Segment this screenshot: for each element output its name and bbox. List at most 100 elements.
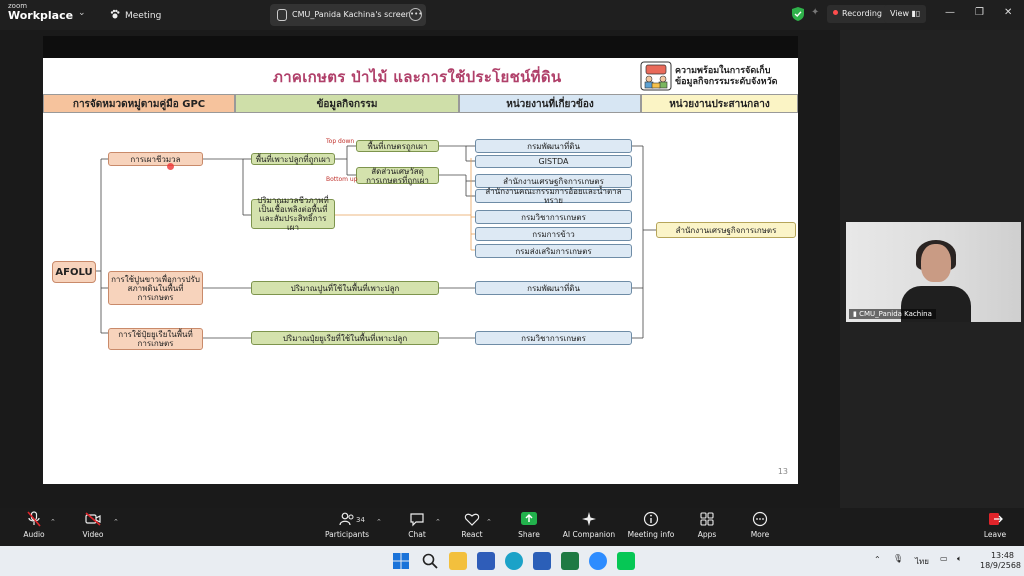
top-down-label: Top down xyxy=(326,138,355,145)
header-agencies: หน่วยงานที่เกี่ยวข้อง xyxy=(459,94,641,113)
leave-label: Leave xyxy=(983,530,1007,539)
meeting-info-label: Meeting info xyxy=(627,530,675,539)
ai-sparkle-icon xyxy=(582,512,596,526)
file-explorer-icon[interactable] xyxy=(449,552,467,570)
store-icon[interactable] xyxy=(477,552,495,570)
leave-button[interactable]: Leave xyxy=(982,511,1008,539)
participants-icon xyxy=(339,512,354,526)
search-icon[interactable] xyxy=(421,552,439,570)
leave-icon xyxy=(989,513,1003,525)
coordinator-oae: สำนักงานเศรษฐกิจการเกษตร xyxy=(656,222,796,238)
recording-indicator[interactable]: Recording xyxy=(827,5,889,23)
category-liming: การใช้ปูนขาวเพื่อการปรับสภาพดินในพื้นที่… xyxy=(108,271,203,305)
shield-icon[interactable] xyxy=(792,7,804,21)
react-label: React xyxy=(461,530,483,539)
audio-button[interactable]: Audio xyxy=(18,511,50,539)
volume-icon[interactable]: 🔈︎ xyxy=(957,554,962,563)
participant-name-tag: ▮ CMU_Panida Kachina xyxy=(849,309,936,319)
paw-icon xyxy=(110,9,120,19)
chat-icon xyxy=(410,513,424,527)
close-icon[interactable]: ✕ xyxy=(1004,7,1013,18)
audio-options-caret[interactable]: ⌃ xyxy=(50,518,56,526)
participant-face xyxy=(921,244,951,282)
screen-share-tab[interactable]: CMU_Panida Kachina's screen ••• xyxy=(270,4,426,26)
screen-tab-label: CMU_Panida Kachina's screen xyxy=(292,10,411,19)
header-gpc: การจัดหมวดหมู่ตามคู่มือ GPC xyxy=(43,94,235,113)
windows-start-icon[interactable] xyxy=(392,552,410,570)
bottom-up-label: Bottom up xyxy=(326,176,358,183)
react-options-caret[interactable]: ⌃ xyxy=(486,518,492,526)
more-options-icon[interactable]: ••• xyxy=(409,8,422,21)
react-button[interactable]: React xyxy=(458,511,486,539)
more-button[interactable]: More xyxy=(748,511,772,539)
display-icon[interactable]: ▭ xyxy=(940,554,948,563)
slide-page-number: 13 xyxy=(777,467,788,476)
recording-label: Recording xyxy=(842,9,883,18)
activity-lime-use: ปริมาณปูนที่ใช้ในพื้นที่เพาะปลูก xyxy=(251,281,439,295)
word-icon[interactable] xyxy=(533,552,551,570)
agency-oae: สำนักงานเศรษฐกิจการเกษตร xyxy=(475,174,632,188)
video-off-icon xyxy=(85,512,101,526)
apps-grid-icon xyxy=(700,512,714,526)
video-options-caret[interactable]: ⌃ xyxy=(113,518,119,526)
heart-icon xyxy=(464,513,480,526)
excel-icon[interactable] xyxy=(561,552,579,570)
agency-ldd: กรมพัฒนาที่ดิน xyxy=(475,139,632,153)
clock-time: 13:48 xyxy=(990,551,1014,560)
chevron-down-icon[interactable]: ⌄ xyxy=(78,8,86,18)
ai-companion-label: AI Companion xyxy=(562,530,616,539)
restore-icon[interactable]: ❐ xyxy=(975,7,984,18)
slide-title: ภาคเกษตร ป่าไม้ และการใช้ประโยชน์ที่ดิน xyxy=(273,68,562,86)
logo-small-text: zoom xyxy=(8,2,28,10)
laser-pointer xyxy=(167,163,174,170)
chat-button[interactable]: Chat xyxy=(404,511,430,539)
ai-companion-button[interactable]: AI Companion xyxy=(562,511,616,539)
mic-muted-icon xyxy=(27,511,41,527)
chat-options-caret[interactable]: ⌃ xyxy=(435,518,441,526)
badge-text: ความพร้อมในการจัดเก็บ ข้อมูลกิจกรรมระดับ… xyxy=(675,66,778,88)
participants-button[interactable]: Participants xyxy=(325,511,369,539)
zoom-app-icon[interactable] xyxy=(589,552,607,570)
participant-video[interactable]: ▮ CMU_Panida Kachina xyxy=(846,222,1021,322)
participants-count: 34 xyxy=(356,516,365,524)
edge-browser-icon[interactable] xyxy=(505,552,523,570)
meeting-info-button[interactable]: Meeting info xyxy=(627,511,675,539)
video-button[interactable]: Video xyxy=(78,511,108,539)
video-label: Video xyxy=(82,530,104,539)
view-label: View xyxy=(890,9,909,18)
apps-button[interactable]: Apps xyxy=(695,511,719,539)
tray-chevron-icon[interactable]: ⌃ xyxy=(874,555,881,564)
agency-ldd-lime: กรมพัฒนาที่ดิน xyxy=(475,281,632,295)
audio-label: Audio xyxy=(23,530,45,539)
view-button[interactable]: View ▮▯ xyxy=(884,5,927,23)
more-label: More xyxy=(750,530,770,539)
category-biomass-burning: การเผาชีวมวล xyxy=(108,152,203,166)
header-activity-data: ข้อมูลกิจกรรม xyxy=(235,94,459,113)
activity-residue-ratio: สัดส่วนเศษวัสดุการเกษตรที่ถูกเผา xyxy=(356,167,439,185)
agency-gistda: GISTDA xyxy=(475,155,632,168)
more-dots-icon xyxy=(752,511,768,527)
chat-label: Chat xyxy=(408,530,426,539)
logo-big-text: Workplace xyxy=(8,9,74,22)
share-label: Share xyxy=(518,530,540,539)
top-bar: zoom Workplace ⌄ Meeting CMU_Panida Kach… xyxy=(0,0,1024,30)
view-layout-icon: ▮▯ xyxy=(911,9,921,18)
sparkle-icon[interactable]: ✦ xyxy=(811,7,820,18)
language-indicator[interactable]: ไทย xyxy=(915,557,929,566)
line-app-icon[interactable] xyxy=(617,552,635,570)
agency-doae: กรมส่งเสริมการเกษตร xyxy=(475,244,632,258)
agency-doa: กรมวิชาการเกษตร xyxy=(475,210,632,224)
tray-mic-icon[interactable]: 🎙︎ xyxy=(893,554,904,563)
minimize-icon[interactable]: — xyxy=(945,7,955,18)
agency-ocsb: สำนักงานคณะกรรมการอ้อยและน้ำตาลทราย xyxy=(475,187,632,205)
meeting-menu[interactable]: Meeting xyxy=(110,9,161,21)
header-coordinator: หน่วยงานประสานกลาง xyxy=(641,94,798,113)
participant-name: CMU_Panida Kachina xyxy=(859,310,932,318)
screen-icon xyxy=(277,9,287,21)
participants-options-caret[interactable]: ⌃ xyxy=(376,518,382,526)
clock[interactable]: 13:48 18/9/2568 xyxy=(980,551,1021,571)
share-button[interactable]: Share xyxy=(515,511,543,539)
badge-line-1: ความพร้อมในการจัดเก็บ xyxy=(675,66,771,76)
people-meeting-icon xyxy=(640,61,672,91)
meeting-toolbar: Audio ⌃ Video ⌃ Participants 34 ⌃ Chat ⌃… xyxy=(0,508,1024,546)
